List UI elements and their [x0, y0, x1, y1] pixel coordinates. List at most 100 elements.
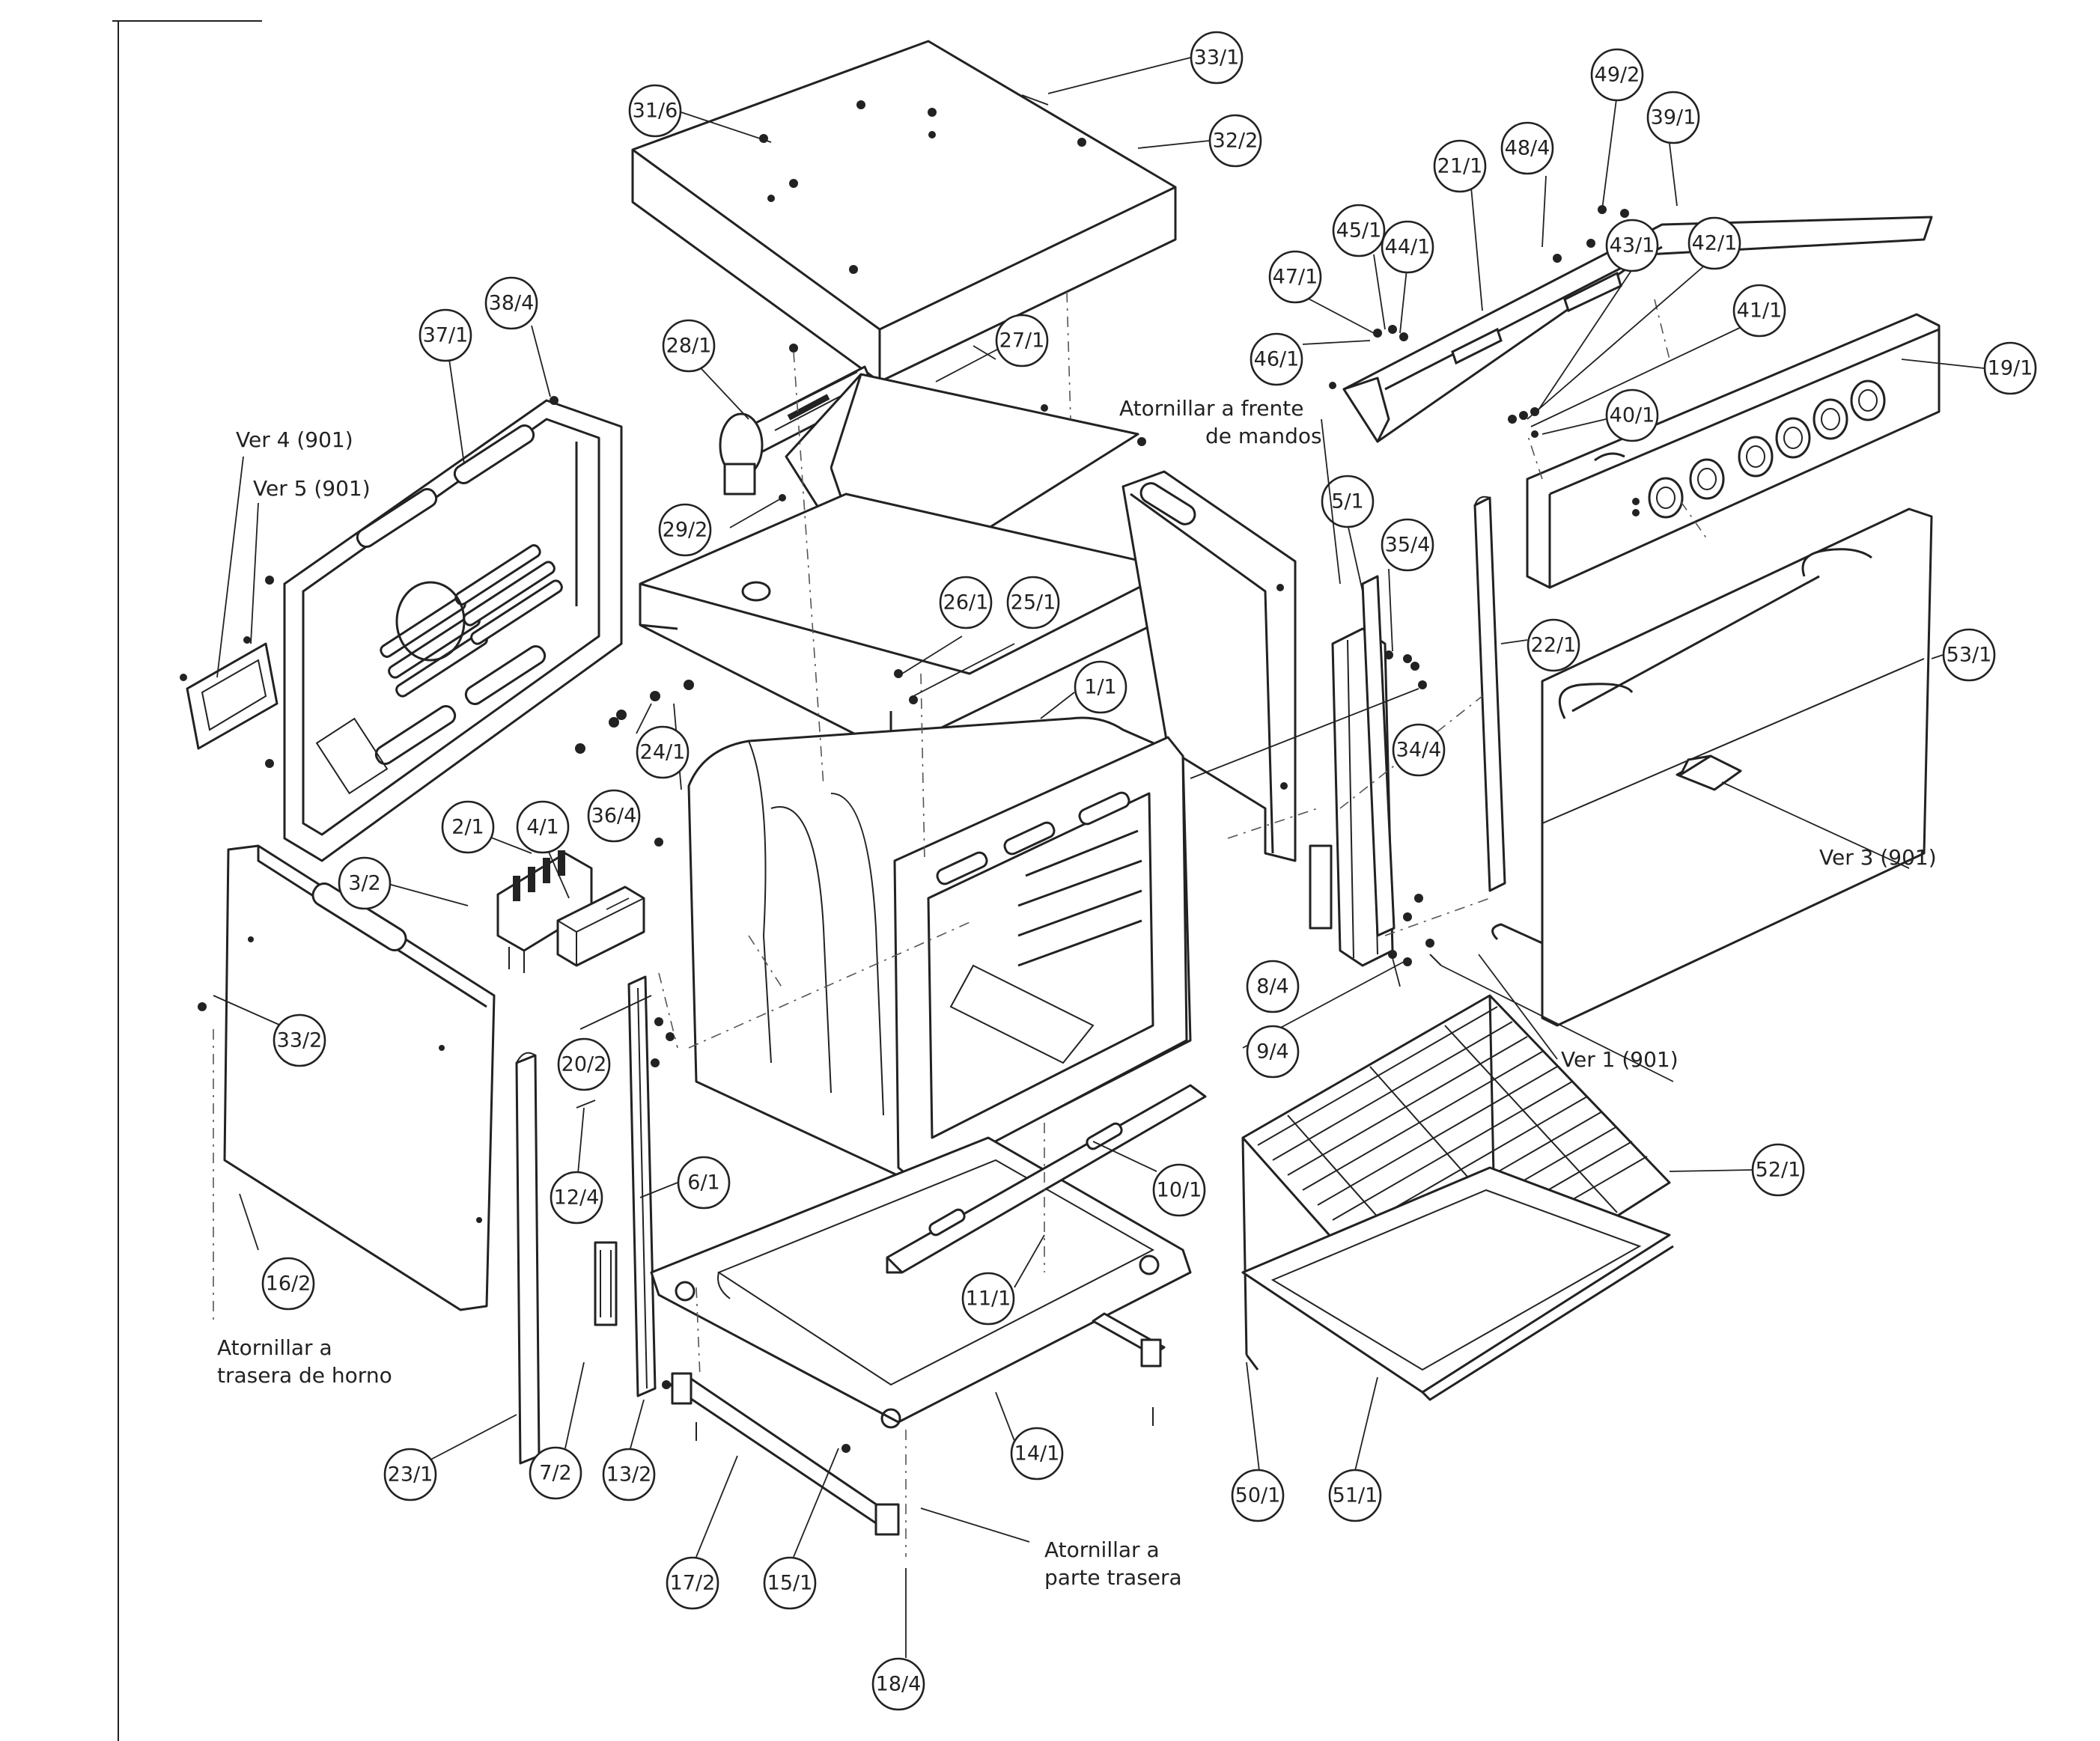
- callout-text: 29/2: [663, 519, 708, 542]
- left-trim-strip: [515, 1052, 541, 1465]
- callout-text: 46/1: [1254, 348, 1300, 371]
- callout-11-1: 11/1: [961, 1272, 1015, 1326]
- control-knobs: [1594, 379, 1886, 519]
- callout-5-1: 5/1: [1321, 475, 1375, 528]
- right-front-upright: [1361, 575, 1396, 937]
- lower-guide-rail: [886, 1084, 1207, 1274]
- control-panel-front: [1526, 313, 1941, 589]
- callout-15-1: 15/1: [763, 1556, 817, 1610]
- terminal-block: [496, 850, 593, 973]
- right-outer-side-panel: [1121, 470, 1297, 862]
- bottom-base-tray: [650, 1136, 1192, 1429]
- callout-text: 10/1: [1157, 1179, 1202, 1202]
- inspection-plate: [180, 636, 279, 750]
- callout-text: 44/1: [1385, 236, 1431, 259]
- callout-38-4: 38/4: [484, 276, 538, 330]
- callout-text: 38/4: [489, 292, 535, 315]
- callout-9-4: 9/4: [1246, 1025, 1300, 1079]
- top-cover-panel: [631, 40, 1177, 383]
- callout-24-1: 24/1: [636, 725, 690, 779]
- callout-text: 16/2: [266, 1272, 311, 1296]
- note-ver5: Ver 5 (901): [253, 476, 371, 501]
- right-trim-strip: [1473, 496, 1506, 892]
- callout-33-2: 33/2: [273, 1013, 326, 1067]
- callout-45-1: 45/1: [1332, 204, 1386, 257]
- callout-26-1: 26/1: [939, 576, 993, 629]
- callout-6-1: 6/1: [677, 1156, 731, 1210]
- callout-text: 28/1: [666, 335, 712, 358]
- callout-text: 5/1: [1331, 490, 1363, 513]
- terminal-cover: [556, 885, 645, 967]
- callout-text: 41/1: [1737, 299, 1783, 323]
- callout-46-1: 46/1: [1250, 332, 1303, 386]
- callout-text: 48/4: [1505, 137, 1550, 160]
- cooling-fan-assembly: [719, 365, 877, 496]
- note-ver3: Ver 3 (901): [1819, 845, 1937, 870]
- callout-text: 49/2: [1595, 64, 1640, 87]
- callout-text: 19/1: [1988, 357, 2033, 380]
- callout-text: 32/2: [1213, 129, 1259, 153]
- callout-33-1: 33/1: [1190, 31, 1244, 85]
- callout-35-4: 35/4: [1381, 518, 1434, 572]
- control-panel-back: [1342, 216, 1933, 443]
- callout-51-1: 51/1: [1328, 1469, 1382, 1522]
- callout-text: 50/1: [1235, 1484, 1281, 1507]
- callout-19-1: 19/1: [1983, 341, 2037, 395]
- callout-text: 35/4: [1385, 534, 1431, 557]
- callout-53-1: 53/1: [1942, 628, 1996, 682]
- callout-text: 3/2: [348, 872, 380, 895]
- note-ver1: Ver 1 (901): [1561, 1047, 1679, 1072]
- callout-37-1: 37/1: [419, 308, 472, 362]
- callout-8-4: 8/4: [1246, 960, 1300, 1013]
- callout-text: 7/2: [539, 1462, 571, 1485]
- callout-text: 33/2: [277, 1029, 323, 1052]
- callout-text: 31/6: [633, 100, 678, 123]
- callout-3-2: 3/2: [338, 856, 392, 910]
- assembly-notes: Ver 4 (901) Ver 5 (901) Ver 3 (901) Ver …: [216, 396, 1937, 1590]
- callout-text: 39/1: [1651, 106, 1696, 129]
- callout-text: 22/1: [1531, 634, 1577, 657]
- fasteners: [198, 205, 1629, 1453]
- callout-text: 23/1: [388, 1463, 433, 1487]
- note-frente-line2: de mandos: [1205, 424, 1322, 448]
- note-ver4: Ver 4 (901): [236, 427, 353, 452]
- note-trasera-line2: parte trasera: [1044, 1565, 1182, 1590]
- callout-text: 27/1: [999, 329, 1045, 353]
- callout-25-1: 25/1: [1006, 576, 1060, 629]
- oven-door: [1491, 507, 1933, 1027]
- note-trasera-line1: Atornillar a: [1044, 1537, 1160, 1562]
- callout-text: 47/1: [1273, 266, 1318, 289]
- callout-text: 26/1: [943, 591, 989, 615]
- note-frente-line1: Atornillar a frente: [1119, 396, 1303, 421]
- callout-42-1: 42/1: [1687, 216, 1741, 270]
- callout-text: 40/1: [1610, 404, 1655, 427]
- left-side-panel: [223, 844, 496, 1311]
- callout-1-1: 1/1: [1074, 660, 1127, 714]
- callout-41-1: 41/1: [1732, 284, 1786, 338]
- callout-40-1: 40/1: [1605, 388, 1659, 442]
- upper-deflector-tray: [639, 493, 1177, 754]
- callout-text: 33/1: [1194, 46, 1240, 70]
- callout-text: 1/1: [1084, 676, 1116, 699]
- callout-text: 4/1: [526, 816, 559, 839]
- callout-36-4: 36/4: [587, 789, 641, 843]
- callout-31-6: 31/6: [628, 84, 682, 138]
- callout-text: 43/1: [1610, 234, 1655, 257]
- callout-50-1: 50/1: [1231, 1469, 1285, 1522]
- left-front-rail: [594, 975, 657, 1397]
- callout-text: 36/4: [591, 805, 637, 828]
- callout-text: 17/2: [670, 1572, 716, 1595]
- callout-48-4: 48/4: [1500, 121, 1554, 175]
- note-horno-line2: trasera de horno: [217, 1363, 392, 1388]
- callout-12-4: 12/4: [550, 1171, 603, 1225]
- callout-text: 34/4: [1396, 739, 1442, 762]
- callout-text: 25/1: [1011, 591, 1056, 615]
- callout-34-4: 34/4: [1392, 723, 1446, 777]
- callout-2-1: 2/1: [441, 800, 495, 854]
- callout-10-1: 10/1: [1152, 1163, 1206, 1217]
- callout-28-1: 28/1: [662, 319, 716, 373]
- callout-text: 18/4: [876, 1673, 922, 1696]
- callout-text: 13/2: [606, 1463, 652, 1487]
- callout-text: 11/1: [966, 1287, 1011, 1311]
